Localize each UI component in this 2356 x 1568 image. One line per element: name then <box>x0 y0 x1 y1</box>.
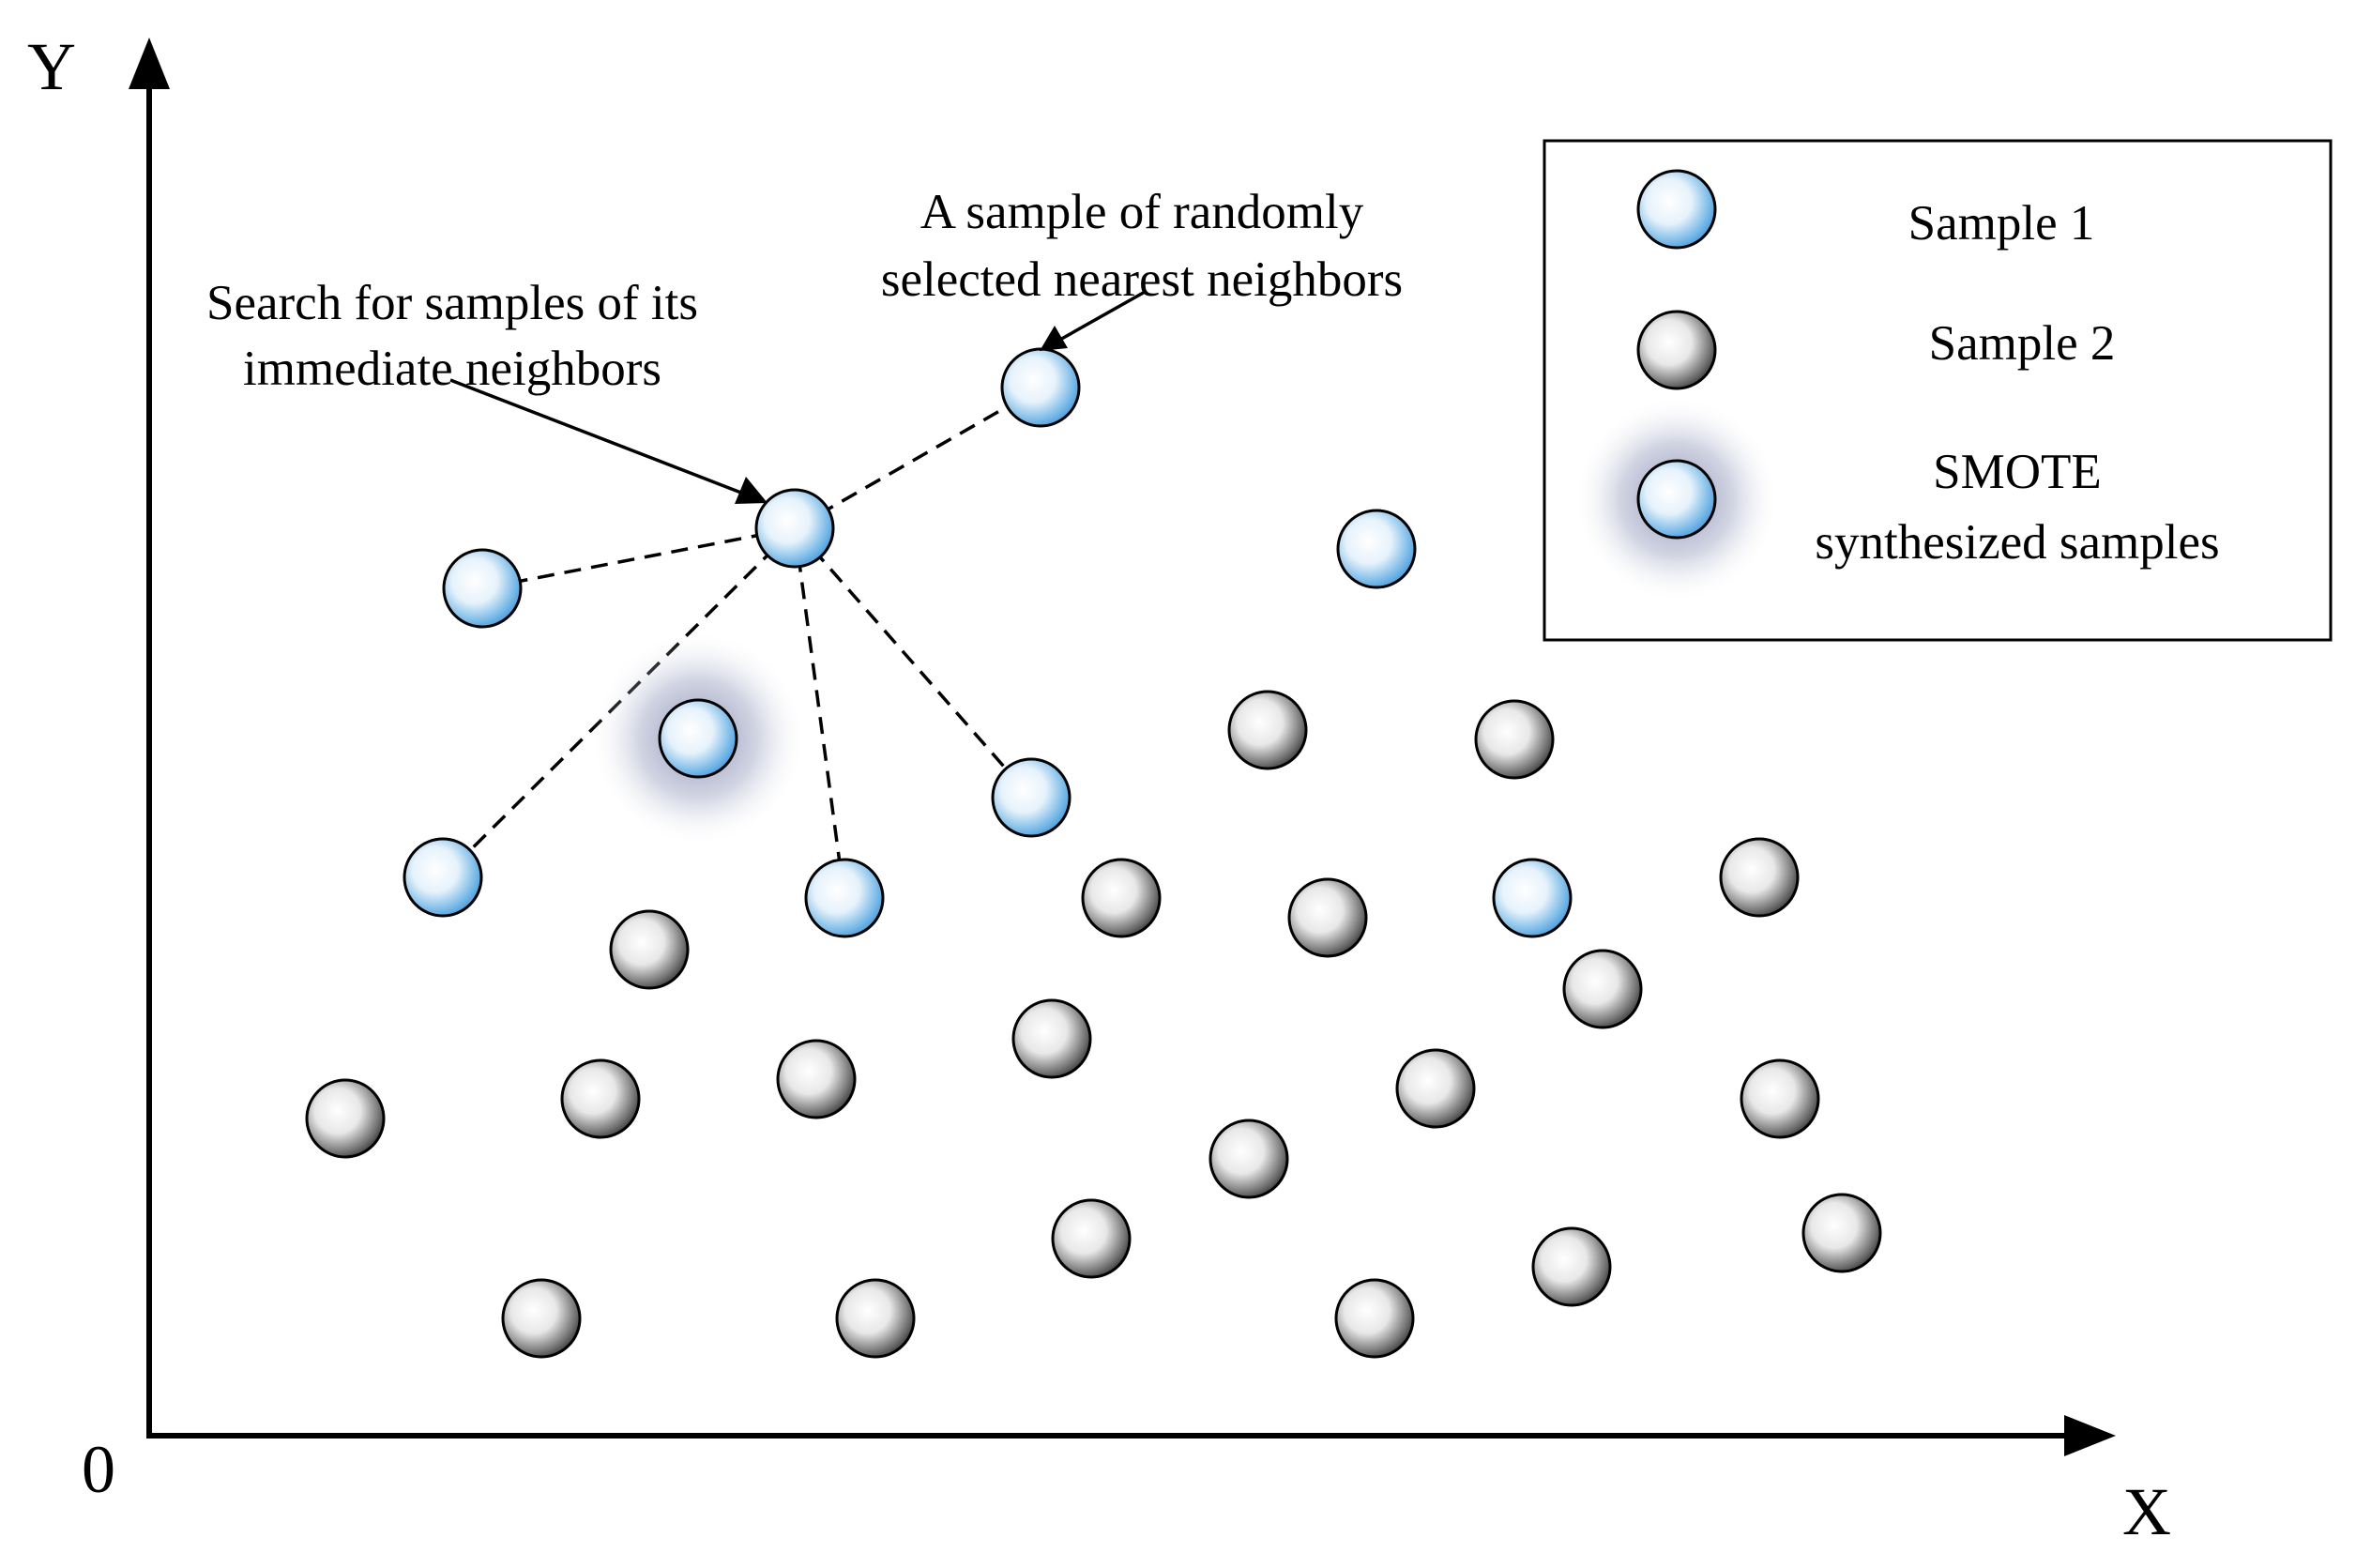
annotation-search-line2: immediate neighbors <box>243 342 661 396</box>
y-axis-label: Y <box>27 29 76 104</box>
synthesized-sample-point <box>658 698 738 779</box>
sample1-point <box>1492 858 1573 938</box>
sample2-point <box>776 1039 857 1119</box>
legend-sample2-swatch <box>1636 310 1717 390</box>
sample2-point <box>1208 1119 1289 1199</box>
sample1-point <box>442 548 523 629</box>
sample1-points <box>403 347 1573 938</box>
sample1-point <box>403 837 483 918</box>
legend-sample2-label: Sample 2 <box>1929 316 2116 371</box>
annotation-selected-arrow-line <box>1057 289 1148 343</box>
sample2-point <box>1334 1278 1415 1359</box>
legend-sample1-swatch <box>1636 169 1717 250</box>
sample1-point-center <box>754 488 835 569</box>
sample1-point <box>804 858 885 938</box>
sample2-point <box>835 1278 916 1359</box>
sample2-point <box>1395 1048 1476 1129</box>
y-axis-arrowhead <box>129 38 170 89</box>
sample2-point <box>1801 1193 1882 1273</box>
neighbor-line <box>793 527 846 899</box>
legend-sample1-label: Sample 1 <box>1908 196 2095 251</box>
x-axis-label: X <box>2122 1474 2171 1549</box>
x-axis-arrowhead <box>2064 1415 2116 1456</box>
origin-label: 0 <box>82 1432 115 1507</box>
sample2-point <box>1474 699 1555 780</box>
legend-smote-label-line1: SMOTE <box>1933 445 2102 499</box>
sample1-point <box>991 757 1072 838</box>
sample2-point <box>1719 837 1800 918</box>
sample2-point <box>501 1278 582 1359</box>
sample2-point <box>560 1058 641 1139</box>
legend-smote-label-line2: synthesized samples <box>1815 515 2219 570</box>
neighbor-line <box>481 526 796 590</box>
sample2-point <box>1051 1198 1132 1279</box>
sample2-point <box>1740 1058 1820 1139</box>
sample1-point <box>1336 509 1417 589</box>
sample2-point <box>1081 858 1162 938</box>
annotation-search-line1: Search for samples of its <box>206 276 698 330</box>
sample2-point <box>305 1078 386 1159</box>
annotation-selected: A sample of randomly selected nearest ne… <box>881 185 1403 351</box>
annotation-selected-arrowhead <box>1040 326 1068 351</box>
annotation-search-arrowhead <box>735 477 768 504</box>
legend-smote-swatch <box>1636 459 1717 540</box>
neighbor-line <box>794 386 1041 530</box>
annotation-search: Search for samples of its immediate neig… <box>206 276 768 504</box>
sample2-point <box>609 909 690 990</box>
sample2-point <box>1562 949 1643 1029</box>
neighbor-line <box>793 526 1033 799</box>
annotation-selected-line1: A sample of randomly <box>920 185 1364 239</box>
annotation-selected-line2: selected nearest neighbors <box>881 252 1403 307</box>
sample2-point <box>1287 877 1368 958</box>
sample2-points <box>305 690 1882 1359</box>
sample1-point <box>1000 347 1081 428</box>
sample2-point <box>1531 1226 1612 1307</box>
axes: Y X 0 <box>27 29 2171 1549</box>
sample2-point <box>1011 998 1092 1079</box>
legend: Sample 1 Sample 2 SMOTE synthesized samp… <box>1543 139 2333 642</box>
annotation-search-arrow-line <box>449 378 747 496</box>
sample2-point <box>1227 690 1308 770</box>
